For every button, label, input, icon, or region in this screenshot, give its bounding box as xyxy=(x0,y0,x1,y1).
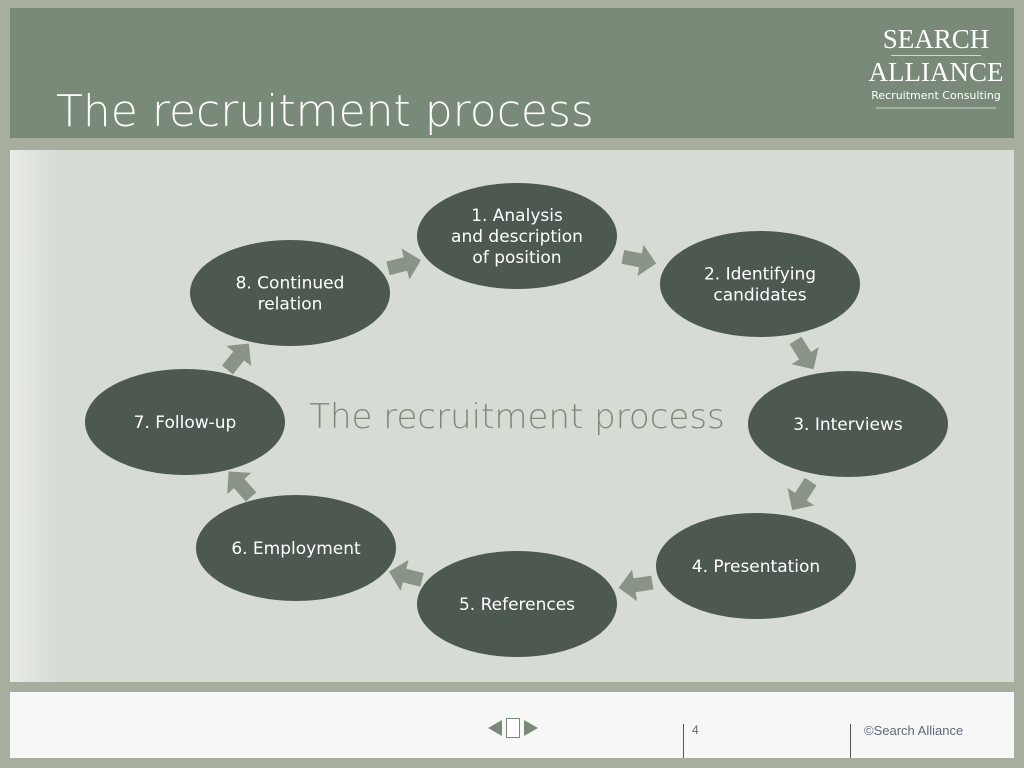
copyright-text: ©Search Alliance xyxy=(864,723,964,738)
cycle-node-4: 4. Presentation xyxy=(656,513,856,619)
logo-divider xyxy=(891,55,981,56)
cycle-node-label: candidates xyxy=(713,286,806,306)
cycle-node-shape xyxy=(190,240,390,346)
cycle-node-3: 3. Interviews xyxy=(748,371,948,477)
cycle-node-label: 2. Identifying xyxy=(704,265,816,285)
triangle-left-icon[interactable] xyxy=(488,720,502,736)
center-text: The recruitment process xyxy=(309,397,725,437)
slide-navigation xyxy=(488,716,542,740)
footer-divider xyxy=(683,724,684,758)
cycle-node-label: relation xyxy=(258,295,323,315)
cycle-node-shape xyxy=(660,231,860,337)
cycle-node-label: 4. Presentation xyxy=(692,557,820,577)
cycle-node-label: 3. Interviews xyxy=(793,415,903,435)
logo-underline xyxy=(876,107,996,109)
cycle-node-shape xyxy=(417,183,617,289)
triangle-right-icon[interactable] xyxy=(524,720,538,736)
cycle-node-7: 7. Follow-up xyxy=(85,369,285,475)
logo-line-alliance: ALLIANCE xyxy=(868,57,1004,87)
cycle-arrow-1 xyxy=(621,244,657,277)
cycle-node-label: 6. Employment xyxy=(231,539,361,559)
cycle-node-shape xyxy=(196,495,396,601)
cycle-node-label: of position xyxy=(472,248,561,268)
logo-line-search: SEARCH xyxy=(882,24,990,54)
cycle-node-shape xyxy=(748,371,948,477)
page-number: 4 xyxy=(692,723,699,737)
slide-icon[interactable] xyxy=(506,718,520,738)
cycle-node-shape xyxy=(656,513,856,619)
cycle-node-shape xyxy=(417,551,617,657)
cycle-node-shape xyxy=(85,369,285,475)
header-band xyxy=(10,8,1014,138)
cycle-arrow-4 xyxy=(618,569,654,602)
cycle-arrow-3 xyxy=(787,477,817,511)
cycle-node-5: 5. References xyxy=(417,551,617,657)
content-edge-gradient xyxy=(10,150,60,682)
cycle-arrow-7 xyxy=(221,343,252,375)
cycle-node-label: 1. Analysis xyxy=(471,206,563,226)
logo-line-tagline: Recruitment Consulting xyxy=(871,89,1001,102)
cycle-node-6: 6. Employment xyxy=(196,495,396,601)
cycle-arrow-2 xyxy=(789,336,819,370)
cycle-arrow-5 xyxy=(389,559,424,592)
cycle-node-label: and description xyxy=(451,227,583,247)
cycle-node-label: 7. Follow-up xyxy=(134,413,237,433)
cycle-arrow-8 xyxy=(386,248,421,280)
slide-title: The recruitment process xyxy=(56,86,594,137)
footer-divider xyxy=(850,724,851,758)
cycle-node-label: 8. Continued xyxy=(236,274,345,294)
search-alliance-logo: SEARCH ALLIANCE Recruitment Consulting xyxy=(866,24,1006,109)
cycle-arrows xyxy=(221,244,819,602)
cycle-arrow-6 xyxy=(227,471,257,502)
cycle-node-label: 5. References xyxy=(459,595,575,615)
